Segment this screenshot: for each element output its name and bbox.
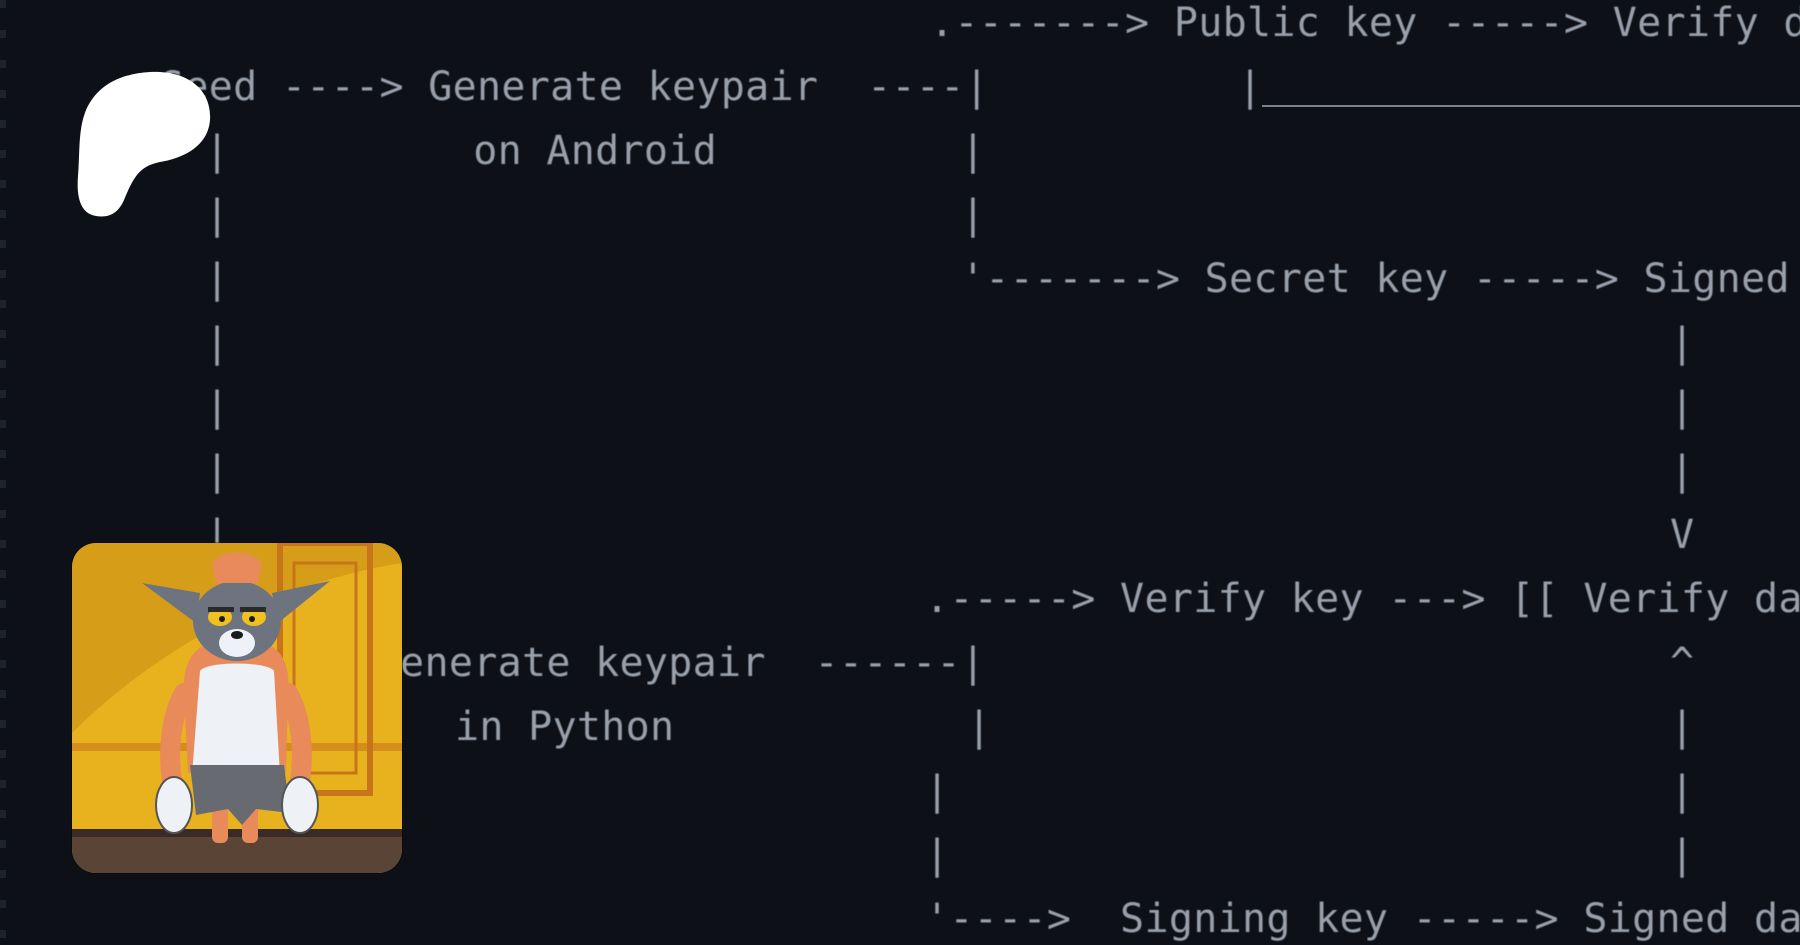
diagram-line: | [1670,448,1695,494]
diagram-line: | [1670,320,1695,366]
cartoon-cat-avatar [72,543,402,873]
diagram-line: | [205,384,230,430]
diagram-line: | [205,448,230,494]
diagram-line: ^ [1670,640,1695,686]
diagram-line: | [1670,768,1695,814]
diagram-line: V [1670,512,1695,558]
diagram-line: | '-------> Secret key -----> Signed dat… [205,256,1800,302]
diagram-line: | [205,320,230,366]
diagram-line: | [925,768,950,814]
diagram-line: | [1670,704,1695,750]
diagram-line: '----> Signing key -----> Signed data [925,896,1800,942]
diagram-line: | on Android | [205,128,986,174]
diagram-line: .-----> Verify key ---> [[ Verify data [925,576,1800,622]
diagram-line: | [1670,384,1695,430]
diagram-line: .-------> Public key -----> Verify data [930,0,1800,46]
diagram-line: | | [205,192,986,238]
diagram-line: Seed ----> Generate keypair ----| [160,64,989,110]
diagram-line: | [925,832,950,878]
diagram-line: | [1238,64,1263,110]
diagram-line: | [1670,832,1695,878]
terminal-edge [0,0,6,945]
diagram-line: in Python | [455,704,992,750]
diagram-underline [1262,105,1800,107]
patreon-logo-icon[interactable] [76,68,216,218]
